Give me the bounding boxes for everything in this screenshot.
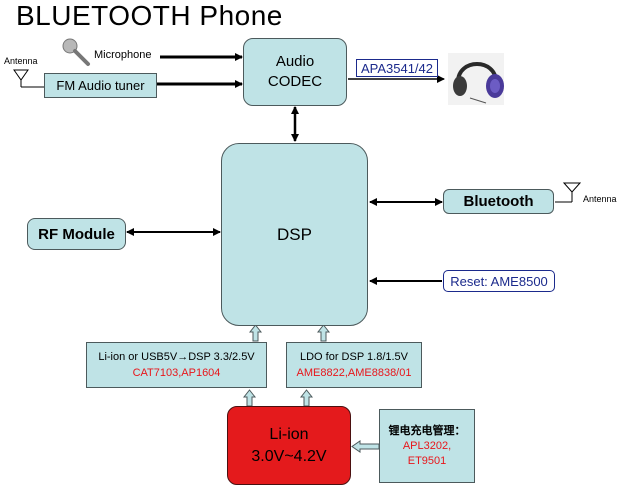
li-ion-label-line2: 3.0V~4.2V xyxy=(251,447,327,465)
li-ion-battery-block: Li-ion 3.0V~4.2V xyxy=(227,406,351,485)
power-right-to-dsp-arrow xyxy=(316,324,331,342)
power-right-label-line1: LDO for DSP 1.8/1.5V xyxy=(299,351,409,363)
reset-label: Reset: AME8500 xyxy=(450,273,548,289)
page-title: BLUETOOTH Phone xyxy=(16,0,283,31)
antenna-left-label: Antenna xyxy=(4,56,38,66)
audio-codec-block: Audio CODEC xyxy=(243,38,347,106)
dsp-block: DSP xyxy=(221,143,368,326)
li-ion-label-line1: Li-ion xyxy=(269,425,309,443)
headphone-icon xyxy=(448,53,504,105)
power-right-label-line2: AME8822,AME8838/01 xyxy=(296,367,412,379)
amp-part-label: APA3541/42 xyxy=(356,59,438,77)
charger-label-line2: APL3202, xyxy=(402,439,452,452)
fm-audio-tuner-block: FM Audio tuner xyxy=(44,73,157,98)
microphone-label: Microphone xyxy=(94,49,152,61)
charger-label-line3: ET9501 xyxy=(407,454,447,467)
bluetooth-label: Bluetooth xyxy=(463,193,534,210)
charger-to-battery-arrow xyxy=(351,440,380,453)
battery-to-power-right-arrow xyxy=(299,389,314,407)
charger-label-line1: 锂电充电管理： xyxy=(388,424,466,437)
microphone-icon xyxy=(62,38,90,66)
charger-block: 锂电充电管理： APL3202, ET9501 xyxy=(379,409,475,483)
bluetooth-block: Bluetooth xyxy=(443,189,554,214)
dsp-label: DSP xyxy=(277,224,312,244)
battery-to-power-left-arrow xyxy=(242,389,257,407)
power-left-block: Li-ion or USB5V→DSP 3.3/2.5V CAT7103,AP1… xyxy=(86,342,267,388)
rf-module-label: RF Module xyxy=(38,225,115,243)
antenna-right-icon xyxy=(555,182,582,203)
audio-codec-label-line2: CODEC xyxy=(267,73,323,90)
fm-audio-tuner-label: FM Audio tuner xyxy=(56,78,145,93)
power-left-label-line2: CAT7103,AP1604 xyxy=(132,367,221,379)
audio-codec-label-line1: Audio xyxy=(275,53,315,70)
antenna-left-icon xyxy=(13,69,44,88)
power-right-block: LDO for DSP 1.8/1.5V AME8822,AME8838/01 xyxy=(286,342,422,388)
reset-block: Reset: AME8500 xyxy=(443,270,555,292)
power-left-label-line1: Li-ion or USB5V→DSP 3.3/2.5V xyxy=(98,351,255,363)
power-left-to-dsp-arrow xyxy=(248,324,263,342)
rf-module-block: RF Module xyxy=(27,218,126,250)
amp-part-text: APA3541/42 xyxy=(360,60,434,76)
antenna-right-label: Antenna xyxy=(583,194,617,204)
